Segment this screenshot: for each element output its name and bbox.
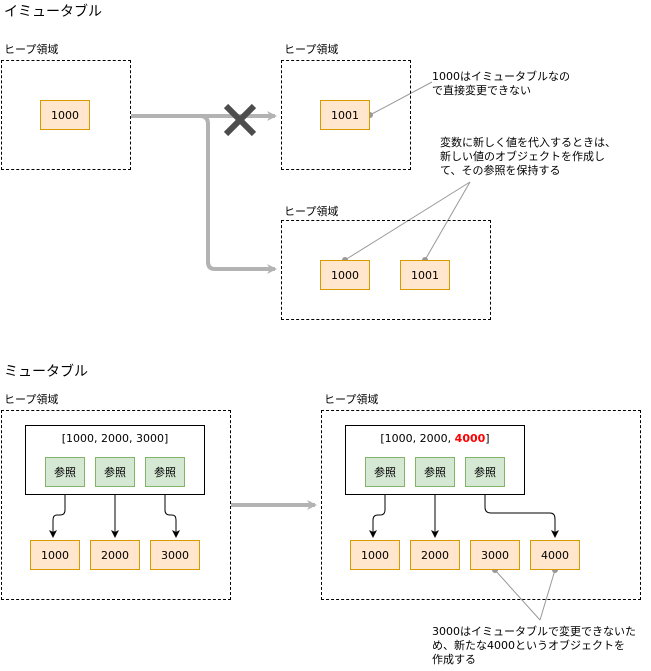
reference-box: 参照 <box>95 457 135 487</box>
heap-label: ヒープ領域 <box>284 205 339 218</box>
array-label-suffix: ] <box>485 432 490 445</box>
array-label: [1000, 2000, 4000] <box>346 432 524 445</box>
reference-box: 参照 <box>145 457 185 487</box>
note-new-object: 変数に新しく値を代入するときは、 新しい値のオブジェクトを作成し て、その参照を… <box>440 136 616 178</box>
note-line: 変数に新しく値を代入するときは、 <box>440 136 616 149</box>
heap-label: ヒープ領域 <box>4 43 59 56</box>
value-box-1001: 1001 <box>320 100 370 130</box>
array-label-prefix: [1000, 2000, <box>380 432 455 445</box>
heap-area-blocked <box>281 60 411 170</box>
heap-area-new <box>281 220 491 320</box>
value-box-3000: 3000 <box>470 540 520 570</box>
value-box-1000: 1000 <box>320 260 370 290</box>
array-label-new-value: 4000 <box>454 432 486 445</box>
note-line: 3000はイミュータブルで変更できないた <box>432 625 636 638</box>
reference-box: 参照 <box>415 457 455 487</box>
value-box-4000: 4000 <box>530 540 580 570</box>
note-line: で直接変更できない <box>432 84 531 97</box>
reference-box: 参照 <box>45 457 85 487</box>
value-box-1001: 1001 <box>400 260 450 290</box>
note-line: て、その参照を保持する <box>440 164 561 177</box>
value-box-2000: 2000 <box>410 540 460 570</box>
immutable-section-title: イミュータブル <box>4 4 102 20</box>
array-label: [1000, 2000, 3000] <box>61 432 169 445</box>
value-box-3000: 3000 <box>150 540 200 570</box>
flow-arrow-to-new-heap <box>199 114 277 274</box>
heap-area-after <box>321 410 641 600</box>
note-line: 新しい値のオブジェクトを作成し <box>440 150 605 163</box>
value-box-1000: 1000 <box>40 100 90 130</box>
reference-box: 参照 <box>365 457 405 487</box>
note-line: 1000はイミュータブルなの <box>432 70 570 83</box>
heap-label: ヒープ領域 <box>324 393 379 406</box>
heap-area-before <box>1 410 231 600</box>
note-cannot-change: 1000はイミュータブルなの で直接変更できない <box>432 70 570 98</box>
reference-box: 参照 <box>465 457 505 487</box>
note-new-4000: 3000はイミュータブルで変更できないた め、新たな4000というオブジェクトを… <box>432 625 636 667</box>
cross-icon <box>223 103 257 137</box>
mutable-section-title: ミュータブル <box>4 364 88 380</box>
note-line: め、新たな4000というオブジェクトを <box>432 639 625 652</box>
value-box-1000: 1000 <box>30 540 80 570</box>
note-line: 作成する <box>432 653 476 666</box>
heap-label: ヒープ領域 <box>4 393 59 406</box>
heap-label: ヒープ領域 <box>284 43 339 56</box>
heap-area-original <box>1 60 131 170</box>
value-box-2000: 2000 <box>90 540 140 570</box>
value-box-1000: 1000 <box>350 540 400 570</box>
